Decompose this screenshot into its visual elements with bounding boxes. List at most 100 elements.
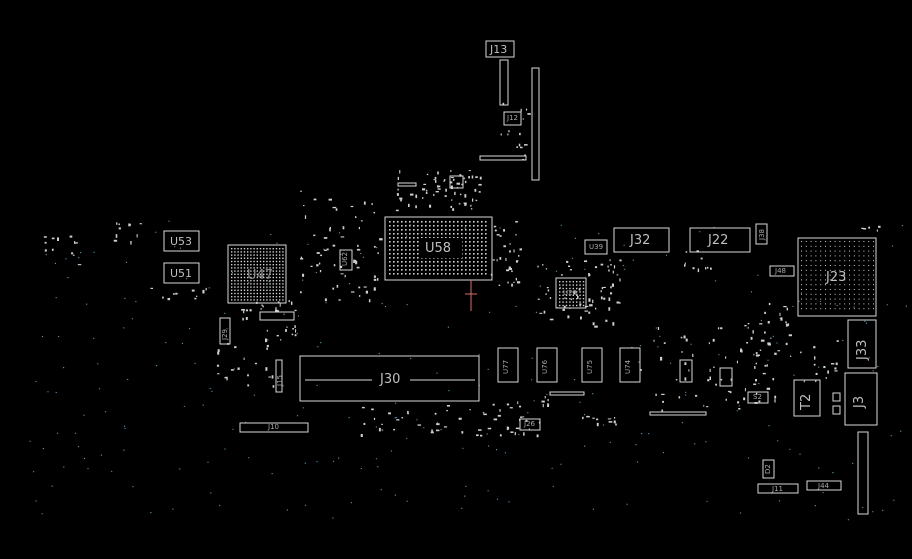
label-u51: U51 (170, 267, 193, 280)
u62-outline[interactable] (339, 249, 353, 271)
j32-outline[interactable] (613, 227, 670, 253)
j10-outline[interactable] (239, 422, 309, 433)
u53-outline[interactable] (163, 230, 200, 252)
j38-outline[interactable] (755, 223, 768, 245)
ball (405, 225, 407, 227)
pad (508, 267, 512, 270)
ball (441, 225, 443, 227)
u51-outline[interactable] (163, 262, 200, 284)
j44-outline[interactable] (806, 480, 842, 491)
t2-outline[interactable] (793, 379, 821, 417)
ball (569, 284, 571, 286)
ball (461, 233, 463, 235)
ball (253, 267, 255, 269)
pad (788, 323, 790, 327)
u58-outline[interactable] (384, 216, 493, 281)
pad (400, 199, 402, 202)
pad (524, 154, 526, 156)
ball (253, 283, 255, 285)
ball (421, 229, 423, 231)
ball (272, 273, 274, 275)
via (872, 511, 874, 513)
u74-outline[interactable] (619, 347, 641, 383)
u75-outline[interactable] (581, 347, 603, 383)
u77-outline[interactable] (497, 347, 519, 383)
ball (240, 283, 242, 285)
pad (72, 254, 75, 256)
ball (417, 241, 419, 243)
j3-outline[interactable] (844, 372, 878, 426)
via (592, 393, 594, 395)
ball (405, 241, 407, 243)
j30-outline[interactable] (299, 355, 480, 402)
ball (250, 286, 252, 288)
u76-outline[interactable] (536, 347, 558, 383)
label-u47: U47 (247, 268, 274, 283)
pad (399, 170, 401, 174)
j48-outline[interactable] (769, 265, 795, 277)
ball (810, 298, 812, 300)
via (635, 444, 637, 446)
ball (863, 241, 865, 242)
pad (196, 295, 198, 297)
ball (243, 257, 246, 259)
via (847, 519, 850, 521)
pad (653, 339, 655, 342)
ball (576, 281, 578, 283)
j23-outline[interactable] (797, 237, 877, 317)
u28-ball-grid (559, 281, 585, 307)
via (286, 509, 288, 511)
ball (868, 260, 870, 262)
pad (435, 191, 439, 193)
ball (253, 260, 255, 263)
u39-outline[interactable] (584, 239, 608, 255)
ball (485, 225, 487, 227)
j22-outline[interactable] (689, 227, 751, 253)
pad (357, 244, 359, 247)
ball (429, 225, 431, 227)
j26-outline[interactable] (519, 418, 541, 431)
j13-outline[interactable] (485, 40, 515, 58)
via (573, 379, 576, 381)
j12-outline[interactable] (503, 111, 522, 126)
pad (541, 400, 545, 403)
pad (434, 176, 437, 180)
pad (579, 303, 582, 305)
ball (844, 298, 846, 300)
via (592, 508, 595, 510)
ball (801, 293, 802, 295)
ball (820, 284, 822, 286)
ball (579, 287, 581, 290)
ball (868, 293, 870, 295)
pad (827, 370, 829, 374)
ball (562, 284, 564, 286)
j11-outline[interactable] (757, 483, 799, 494)
j15-outline[interactable] (275, 359, 283, 393)
ball (266, 286, 268, 288)
ball (473, 221, 475, 223)
pad (785, 323, 788, 327)
u47-outline[interactable] (227, 244, 287, 304)
ball (834, 298, 836, 300)
ball (247, 254, 249, 256)
ball (393, 245, 395, 247)
ball (473, 241, 475, 243)
d2-outline[interactable] (762, 459, 775, 479)
via (814, 505, 816, 507)
u28-outline[interactable] (555, 277, 587, 309)
ball (829, 279, 831, 281)
s2-outline[interactable] (747, 391, 769, 404)
ball (801, 260, 802, 262)
j29-outline[interactable] (219, 317, 231, 345)
via (778, 500, 781, 502)
ball (582, 291, 585, 293)
j23-pin-grid (801, 241, 874, 310)
ball (263, 283, 265, 285)
ball (282, 289, 284, 291)
ball (863, 274, 865, 276)
ball (863, 255, 865, 257)
ball (465, 253, 467, 255)
ball (269, 248, 271, 250)
ball (445, 233, 447, 235)
j33-outline[interactable] (847, 319, 877, 369)
